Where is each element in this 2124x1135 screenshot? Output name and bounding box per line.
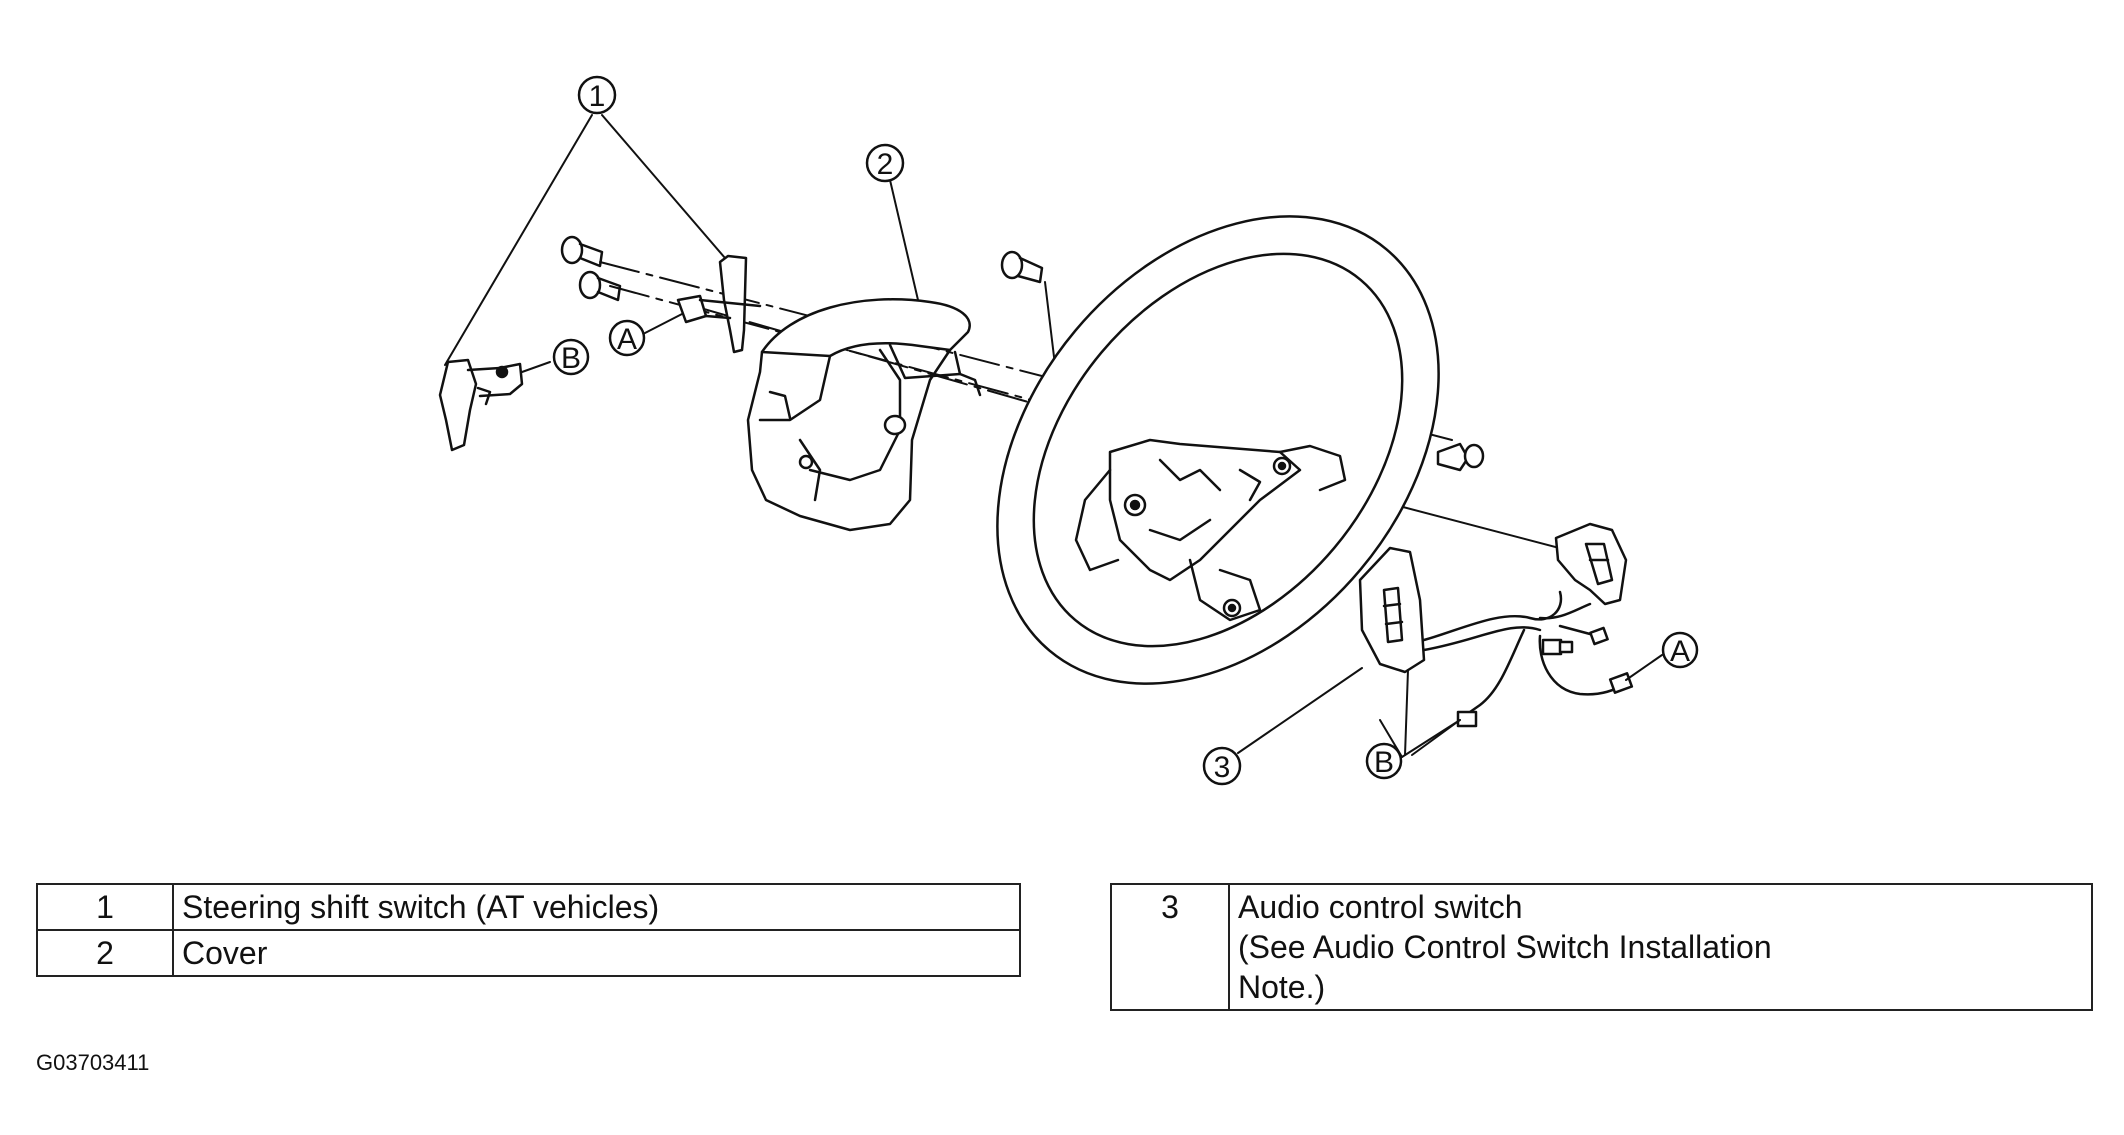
callout-label-b-top: B: [561, 342, 581, 375]
legend-number: 1: [36, 883, 174, 931]
callout-circle-b-bottom: [1365, 742, 1403, 780]
screw-4: [1436, 442, 1485, 472]
figure-code: G03703411: [36, 1050, 150, 1075]
screw-3: [1000, 250, 1044, 284]
leader-lines: [444, 114, 1663, 758]
legend-number: 2: [36, 929, 174, 977]
callout-label-1: 1: [589, 80, 606, 113]
callout-label-b-bottom: B: [1374, 746, 1394, 779]
callout-circle-3: [1202, 746, 1242, 786]
leader-line-b-bottom: [1401, 719, 1461, 758]
callout-label-a-top: A: [617, 323, 637, 356]
legend-table-left: 1 Steering shift switch (AT vehicles) 2 …: [36, 883, 1021, 977]
steering-wheel: [996, 215, 1440, 685]
callout-circle-1: [577, 75, 617, 115]
screw-2: [578, 270, 622, 302]
legend-row: 2 Cover: [36, 929, 1021, 977]
callout-circle-a-bottom: [1661, 631, 1699, 669]
legend-description: Audio control switch (See Audio Control …: [1228, 883, 2093, 1011]
callout-label-2: 2: [877, 148, 894, 181]
legend-description: Steering shift switch (AT vehicles): [172, 883, 1021, 931]
legend-description-line: Audio control switch: [1238, 889, 1523, 925]
steering-shift-switch-left: [438, 358, 524, 452]
legend-table-right: 3 Audio control switch (See Audio Contro…: [1110, 883, 2093, 1011]
legend-number: 3: [1110, 883, 1230, 1011]
callout-circle-2: [865, 143, 905, 183]
leader-line-3: [1237, 667, 1363, 754]
legend-description-line: (See Audio Control Switch Installation: [1238, 929, 1772, 965]
audio-control-switch-left: [1358, 546, 1426, 674]
audio-switch-harness: [1422, 590, 1634, 728]
legend-row: 3 Audio control switch (See Audio Contro…: [1110, 883, 2093, 1011]
legend-row: 1 Steering shift switch (AT vehicles): [36, 883, 1021, 931]
callout-label-3: 3: [1214, 751, 1231, 784]
callout-circle-b-top: [552, 338, 590, 376]
callout-label-a-bottom: A: [1670, 635, 1690, 668]
steering-shift-switch-right: [676, 254, 762, 354]
callout-circle-a-top: [608, 319, 646, 357]
steering-wheel-cover: [746, 298, 982, 532]
screw-1: [560, 235, 604, 268]
audio-control-switch-right: [1554, 522, 1628, 606]
steering-wheel-exploded-diagram: 1 2 3 A B A B: [438, 75, 1699, 786]
legend-description: Cover: [172, 929, 1021, 977]
legend-description-line: Note.): [1238, 969, 1326, 1005]
